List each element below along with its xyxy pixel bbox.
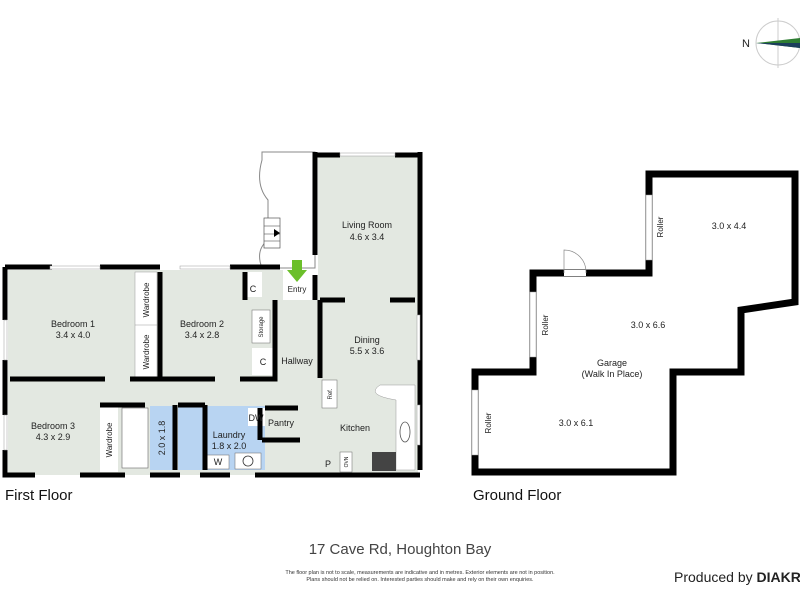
window [416, 314, 421, 361]
first-floor-plan: Living Room 4.6 x 3.4 Entry Bedroom 1 3.… [2, 151, 423, 478]
svg-text:P: P [325, 459, 331, 469]
fridge [321, 379, 338, 409]
north-label: N [742, 38, 750, 50]
room-dims: 3.0 x 4.4 [712, 221, 747, 231]
produced-by: Produced by DIAKRI [674, 569, 800, 585]
room-label: Bedroom 2 [180, 319, 224, 329]
room-dims: 3.4 x 2.8 [185, 330, 220, 340]
deck-outline [259, 151, 316, 269]
room-label: Laundry [213, 430, 246, 440]
svg-text:Roller: Roller [656, 216, 665, 237]
entry-arrow-icon [287, 260, 307, 282]
room-label: (Walk In Place) [582, 369, 643, 379]
room-dims: 4.3 x 2.9 [36, 432, 71, 442]
ground-floor-plan: Roller Roller Roller 3.0 x 4.4 3.0 x 6.6… [471, 170, 799, 476]
room-dims: 3.0 x 6.6 [631, 320, 666, 330]
room-label: Kitchen [340, 423, 370, 433]
roller-door [471, 389, 479, 456]
room-label: Dining [354, 335, 380, 345]
cooktop-icon [372, 452, 396, 471]
door [564, 270, 586, 276]
room-dims: 4.6 x 3.4 [350, 232, 385, 242]
svg-text:W: W [214, 457, 223, 467]
disclaimer: The floor plan is not to scale, measurem… [250, 570, 590, 584]
svg-text:Wardrobe: Wardrobe [142, 334, 151, 369]
room-label: Living Room [342, 220, 392, 230]
room-label: Bedroom 1 [51, 319, 95, 329]
svg-text:C: C [250, 284, 257, 294]
window [416, 404, 421, 446]
window [179, 265, 231, 270]
bathroom [150, 406, 175, 470]
garage-walls [471, 170, 799, 476]
room-dims: 1.8 x 2.0 [212, 441, 247, 451]
stairs-icon [263, 217, 281, 249]
svg-text:Wardrobe: Wardrobe [105, 422, 114, 457]
svg-text:C: C [260, 357, 267, 367]
counter [374, 384, 416, 471]
svg-text:Roller: Roller [484, 412, 493, 433]
first-floor-title: First Floor [5, 487, 73, 504]
roller-door [529, 291, 537, 358]
room-dims: 2.0 x 1.8 [157, 421, 167, 456]
room-dims: 3.0 x 6.1 [559, 418, 594, 428]
svg-text:Roller: Roller [541, 314, 550, 335]
svg-text:OVN: OVN [344, 456, 350, 467]
ground-floor-title: Ground Floor [473, 487, 562, 504]
roller-door [645, 194, 653, 261]
room-dims: 3.4 x 4.0 [56, 330, 91, 340]
window [49, 265, 101, 270]
produced-by-prefix: Produced by [674, 569, 753, 585]
sink-icon [399, 421, 411, 443]
disclaimer-line: Plans should not be relied on. Intereste… [306, 577, 534, 583]
bathtub-icon [121, 407, 149, 469]
window [339, 152, 396, 157]
svg-text:DW: DW [249, 413, 264, 423]
walls [2, 152, 423, 478]
address: 17 Cave Rd, Houghton Bay [308, 541, 492, 558]
brand-logo: DIAKRI [756, 569, 800, 585]
wardrobe [100, 405, 118, 472]
window [3, 414, 8, 451]
compass-icon: N [742, 18, 800, 68]
room-label: Garage [597, 358, 627, 368]
oven [339, 451, 353, 473]
room-label: Bedroom 3 [31, 421, 75, 431]
disclaimer-line: The floor plan is not to scale, measurem… [285, 570, 555, 576]
room-label: Pantry [268, 418, 295, 428]
room-dims: 5.5 x 3.6 [350, 346, 385, 356]
room-label: Entry [288, 285, 307, 294]
svg-text:Storage: Storage [259, 316, 265, 338]
svg-text:Wardrobe: Wardrobe [142, 282, 151, 317]
sink-icon [234, 452, 262, 470]
room-label: Hallway [281, 356, 313, 366]
window [3, 319, 8, 361]
svg-text:Ref.: Ref. [328, 388, 334, 399]
